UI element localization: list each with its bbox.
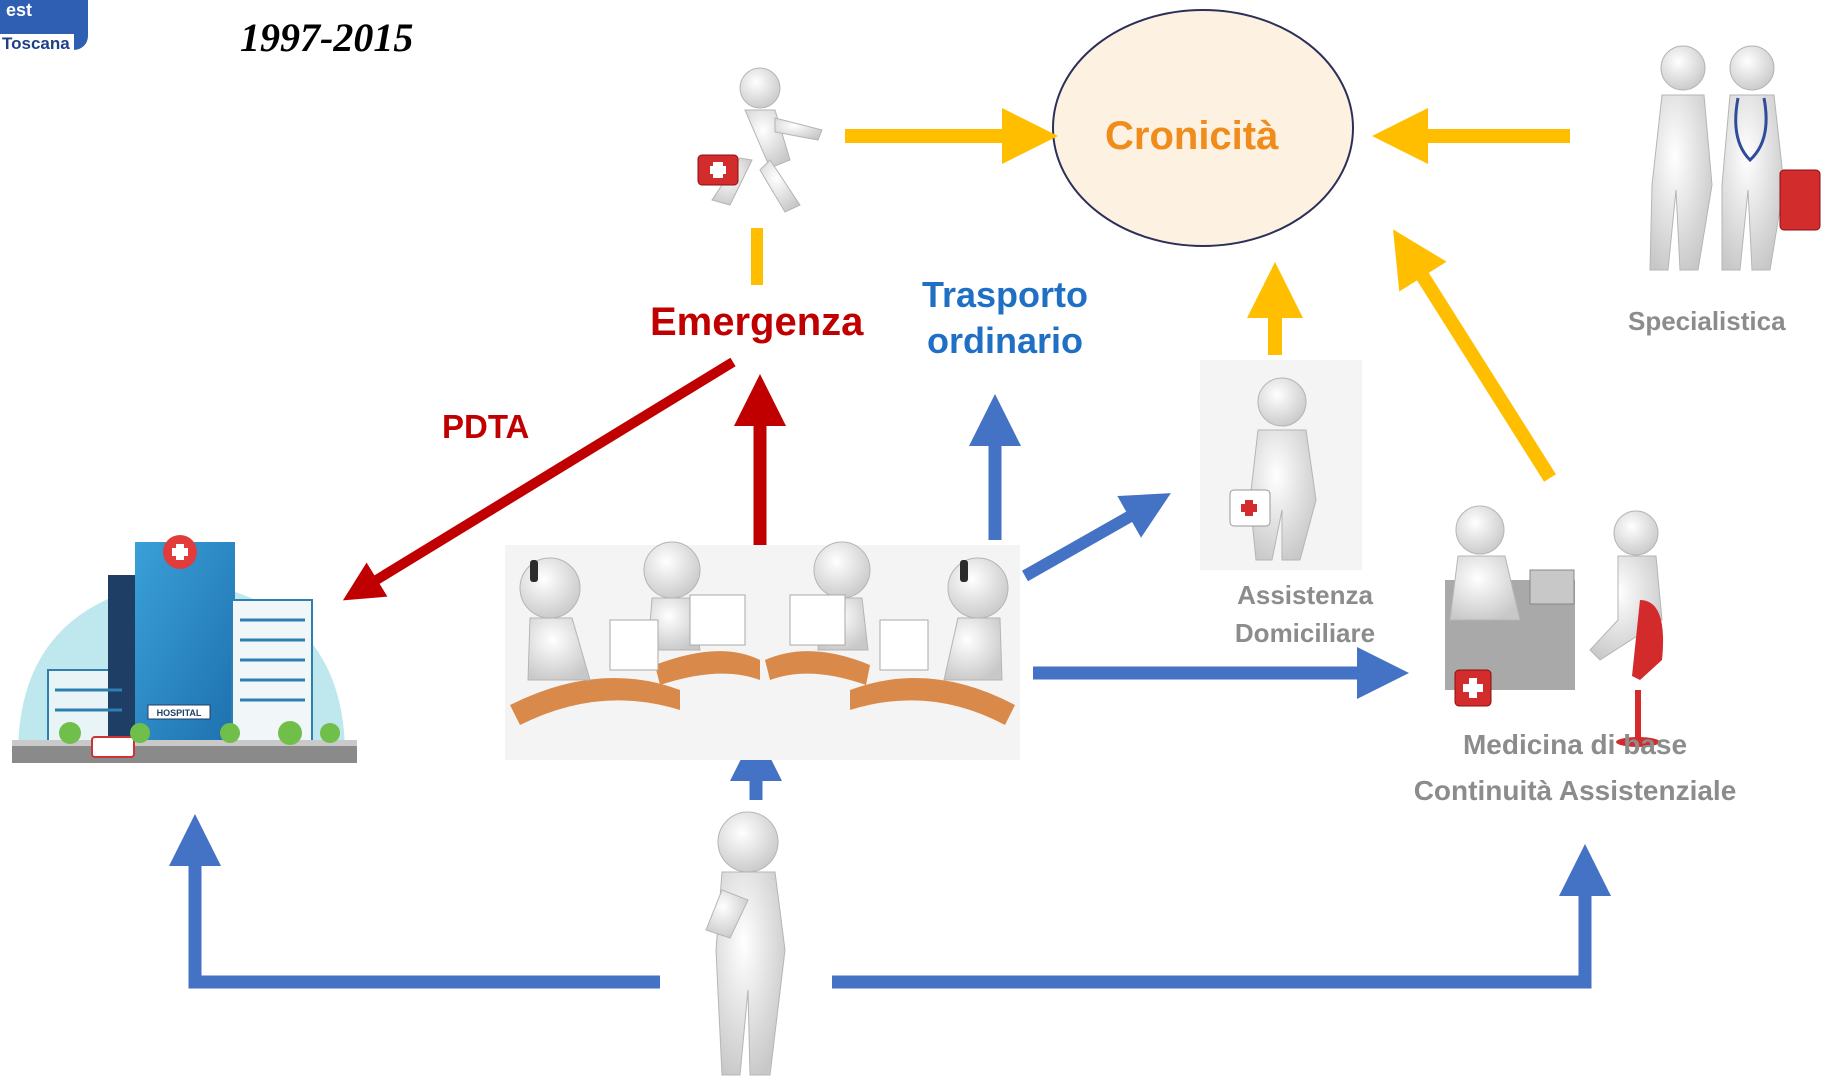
assistenza-line-1: Assistenza [1237, 580, 1373, 610]
logo-text-top: est [6, 0, 33, 20]
hospital-illustration: HOSPITAL [12, 535, 357, 763]
specialistica-label: Specialistica [1628, 306, 1786, 336]
trasporto-ordinario-label: Trasporto ordinario [880, 272, 1130, 364]
year-range: 1997-2015 [240, 15, 414, 60]
patient-figure [705, 811, 786, 1076]
yellow-arrows [751, 108, 1570, 482]
medicina-line-2: Continuità Assistenziale [1413, 775, 1737, 806]
emergenza-label: Emergenza [650, 300, 864, 344]
assistenza-line-2: Domiciliare [1234, 618, 1376, 648]
assistenza-domiciliare-label: Assistenza Domiciliare [1170, 576, 1440, 652]
specialist-figures [1649, 45, 1821, 271]
logo-text-bottom: Toscana [0, 34, 74, 54]
home-care-figure [1200, 360, 1362, 570]
cronicita-label: Cronicità [1105, 114, 1279, 158]
general-practitioner-illustration [1445, 505, 1664, 747]
blue-arrows [169, 394, 1611, 989]
arrow-patient-to-medicina [832, 844, 1611, 989]
arrow-patient-to-hospital [169, 814, 660, 989]
trasporto-line-2: ordinario [926, 320, 1083, 361]
specialist-bag-icon [1779, 169, 1821, 231]
emergency-doctor-figure [697, 67, 823, 213]
ambulance-icon [91, 736, 135, 758]
arrow-emergenza-to-hospital [342, 357, 736, 601]
trasporto-line-1: Trasporto [921, 274, 1089, 315]
pdta-label: PDTA [442, 408, 530, 445]
arrow-callcenter-to-assistenza [1022, 493, 1171, 582]
medicina-di-base-label: Medicina di base Continuità Assistenzial… [1360, 722, 1790, 814]
medicina-line-1: Medicina di base [1462, 729, 1688, 760]
hospital-sign: HOSPITAL [157, 708, 202, 718]
arrow-medicina-to-cronicita [1393, 229, 1556, 482]
call-center-illustration [505, 541, 1020, 760]
